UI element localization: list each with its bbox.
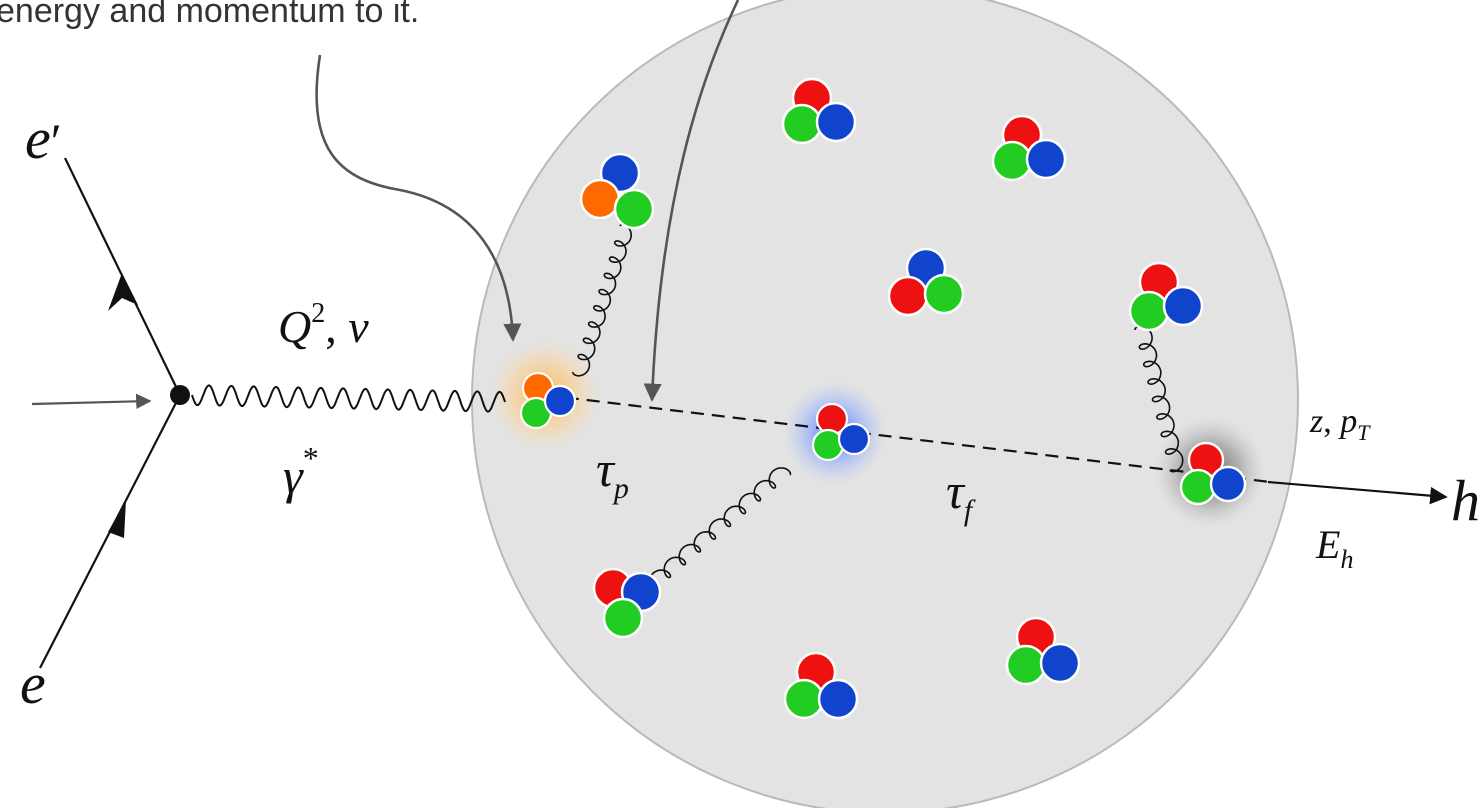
quark-green: [923, 273, 965, 315]
incoming-electron-arrowhead: [108, 500, 126, 538]
quark-green: [991, 140, 1033, 182]
quark-green: [811, 428, 845, 462]
hadron-cluster: [1179, 441, 1247, 506]
quark-blue: [1209, 465, 1247, 503]
label-tau-p: τp: [596, 441, 629, 505]
struck-quark-cluster: [519, 371, 577, 430]
label-z-pT: z, pT: [1309, 403, 1371, 445]
quark-green: [613, 188, 655, 230]
label-E-h: Eh: [1315, 522, 1353, 574]
quark-blue: [543, 384, 577, 418]
nucleon-lower-left: [592, 567, 662, 639]
quark-blue: [1039, 642, 1081, 684]
label-gamma-star: γ*: [283, 440, 319, 504]
quark-green: [781, 103, 823, 145]
annotation-arrow-struck-quark: [315, 54, 522, 342]
annotation-text: energy and momentum to it.: [0, 0, 420, 30]
vertex-dot: [170, 385, 190, 405]
quark-green: [783, 678, 825, 720]
label-hadron-h: h: [1451, 468, 1480, 533]
prehadron-cluster: [811, 402, 871, 462]
quark-blue: [817, 678, 859, 720]
quark-green: [1128, 290, 1170, 332]
hadron-exit-arrow: [1267, 480, 1448, 505]
nucleon-right: [1128, 261, 1204, 332]
label-outgoing-electron: e′: [25, 106, 62, 171]
gluon-coil-upper-left: [572, 223, 632, 377]
virtual-photon-wavy-line: [191, 384, 506, 413]
nucleon-bottom-right: [1005, 616, 1081, 686]
nucleon-upper-left: [579, 152, 655, 230]
quark-blue: [815, 101, 857, 143]
nucleon-bottom-center: [783, 651, 859, 720]
nucleon-center: [887, 247, 965, 317]
quark-blue: [1162, 285, 1204, 327]
label-Q2-nu: Q2, ν: [278, 298, 369, 352]
hadronization-path-dashed: [544, 393, 1271, 484]
quark-green: [1179, 468, 1217, 506]
label-incoming-electron: e: [20, 651, 46, 716]
quark-green: [602, 597, 644, 639]
beam-pointer-arrow: [31, 393, 152, 410]
quark-blue: [1025, 138, 1067, 180]
annotation-arrow-path: [643, 0, 740, 402]
quark-blue: [837, 422, 871, 456]
nucleon-top-right: [991, 114, 1067, 182]
outgoing-electron-arrowhead: [108, 273, 138, 311]
quark-red: [887, 275, 929, 317]
nucleon-top-center: [781, 77, 857, 145]
gluon-coil-lower-left: [648, 467, 792, 592]
quark-orange: [579, 178, 621, 220]
gluon-coil-right: [1134, 325, 1184, 473]
quark-green: [1005, 644, 1047, 686]
